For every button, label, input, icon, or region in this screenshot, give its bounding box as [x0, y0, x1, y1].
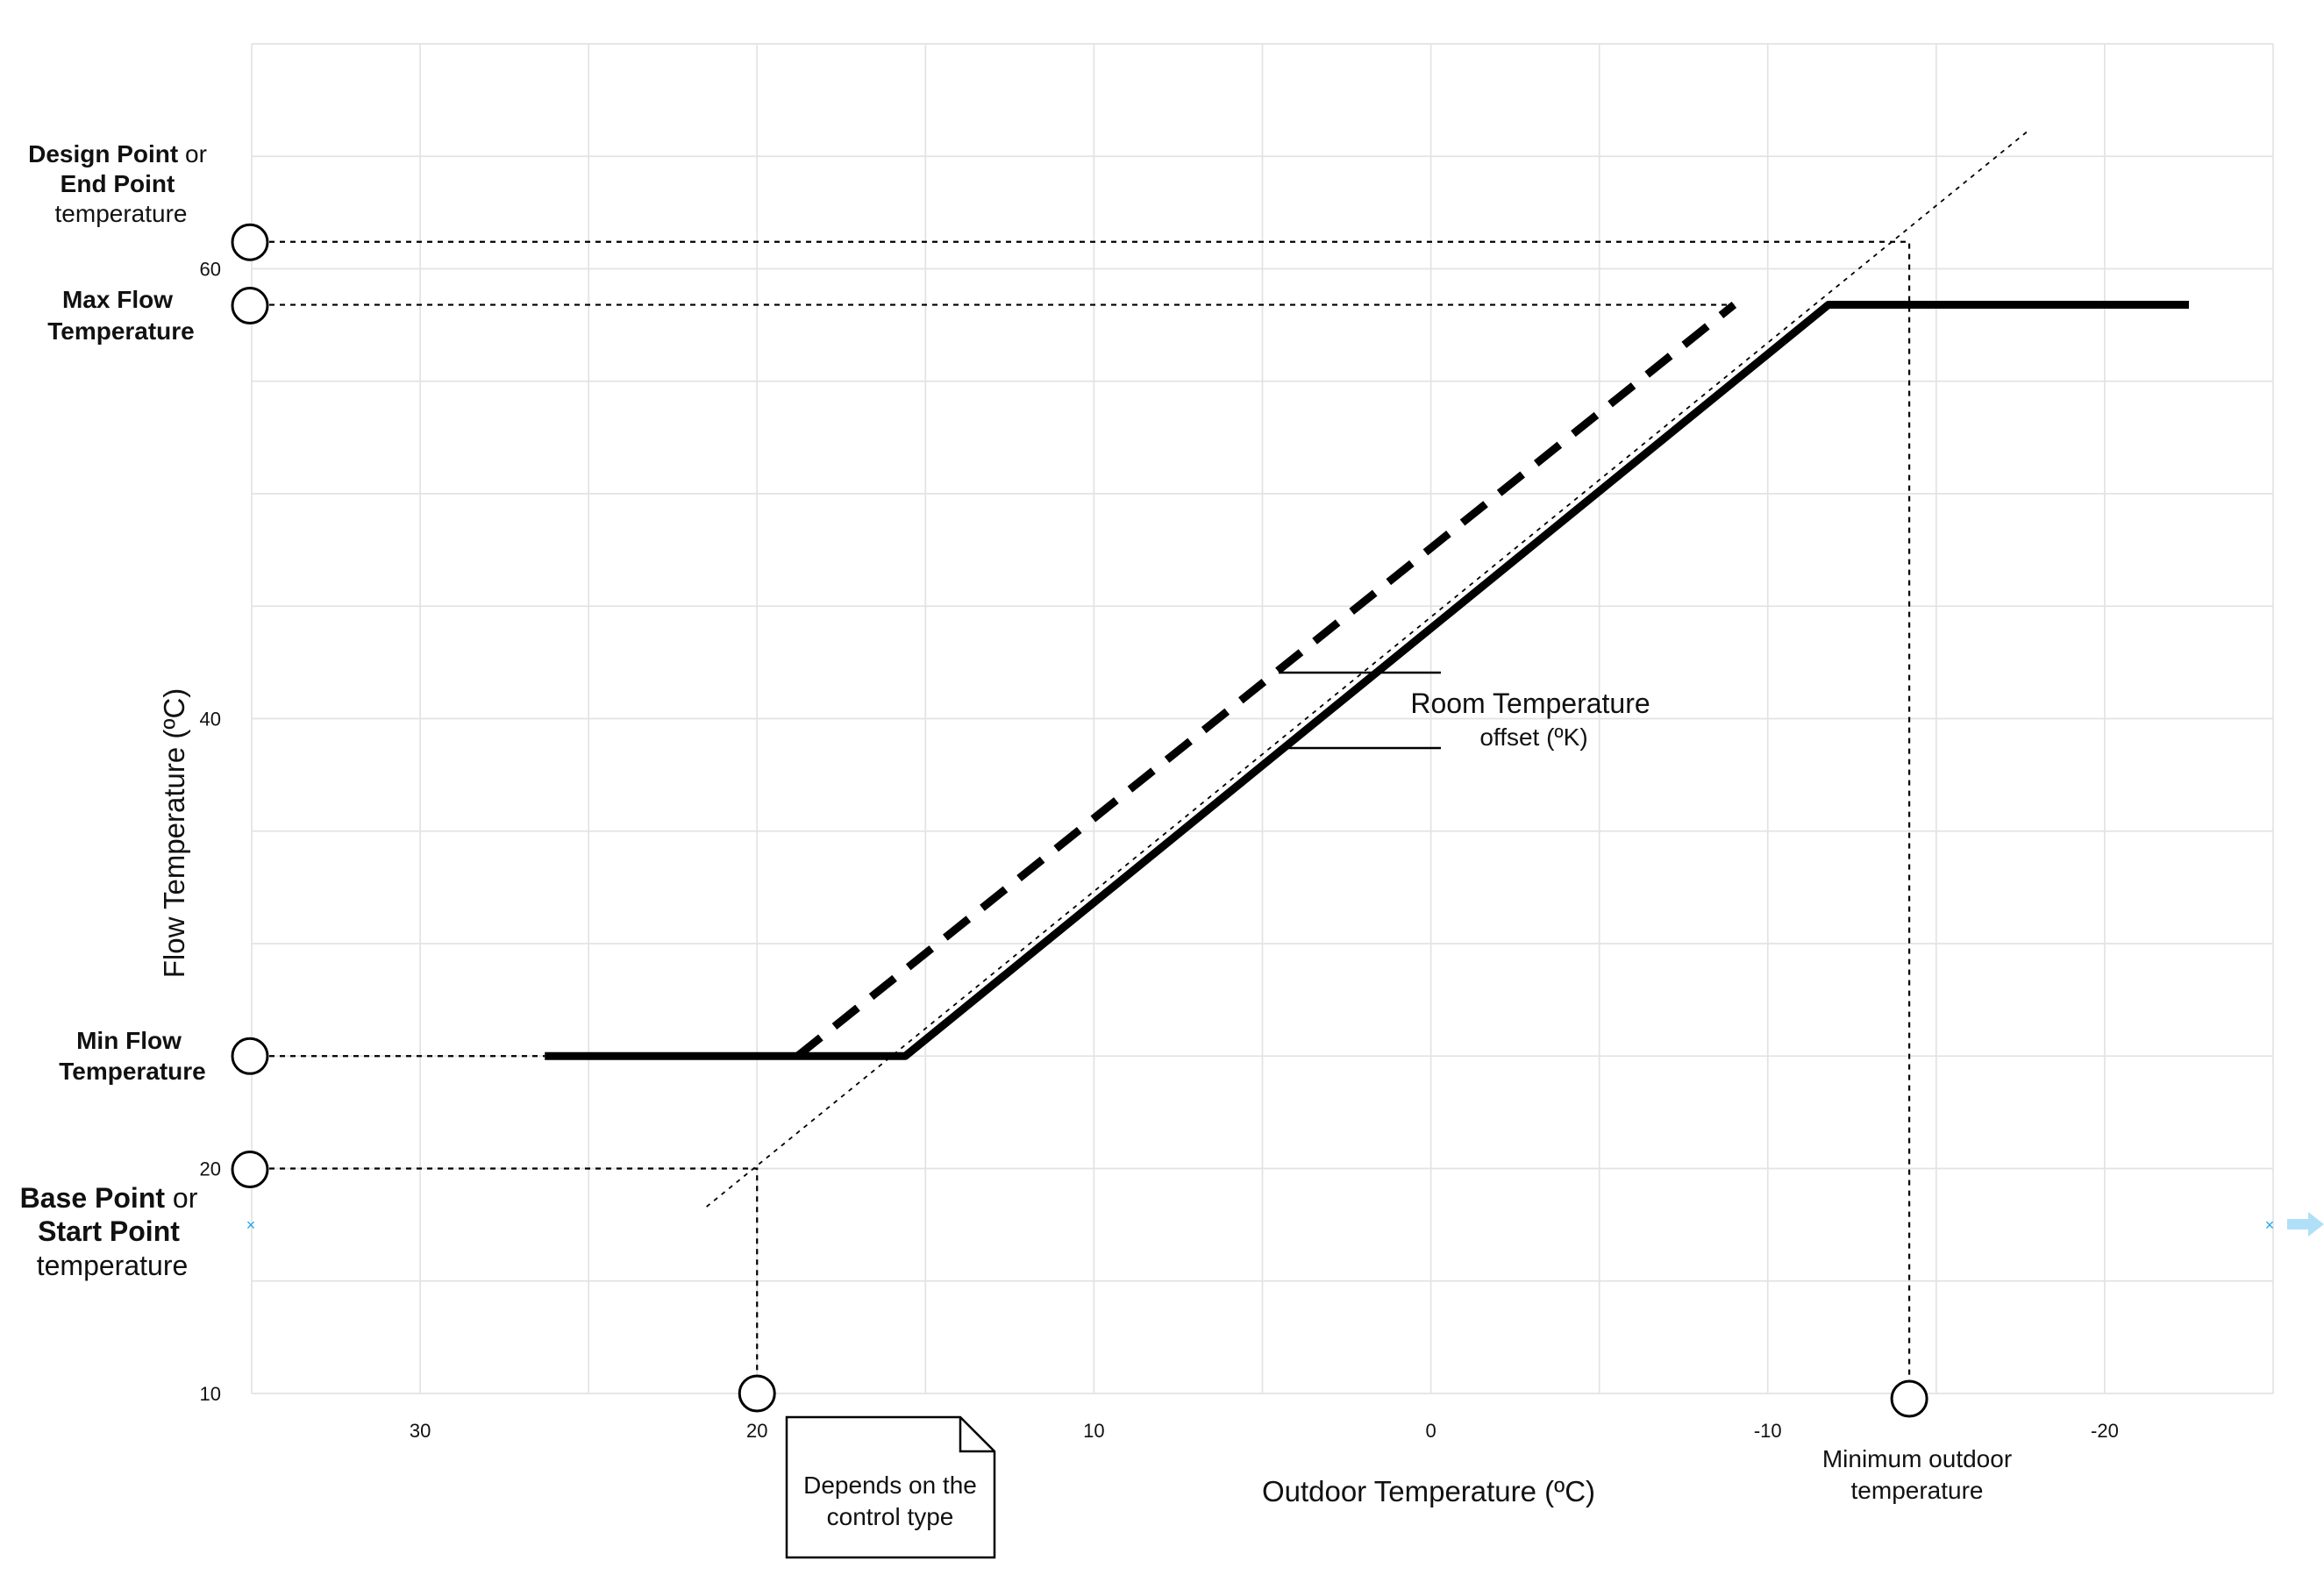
min-flow-handle[interactable] — [231, 1037, 269, 1075]
min-flow-label-line2: Temperature — [59, 1058, 206, 1085]
y-tick-label: 60 — [200, 259, 221, 281]
control-note-line2: control type — [827, 1503, 954, 1530]
guide-lines — [269, 240, 1911, 1399]
base-point-label-line2: Start Point — [38, 1215, 180, 1247]
max-flow-handle[interactable] — [231, 287, 269, 325]
note-fold — [959, 1417, 994, 1453]
design-point-label-line1: Design Point or — [28, 140, 207, 167]
design-point-handle[interactable] — [231, 223, 269, 261]
x-tick-label: 20 — [746, 1420, 767, 1442]
base-point-handle[interactable] — [231, 1151, 269, 1188]
control-type-note — [785, 1415, 996, 1559]
control-note-line1: Depends on the — [803, 1472, 977, 1499]
left-connection-marker: × — [246, 1216, 256, 1234]
base-point-label-line3: temperature — [37, 1250, 189, 1281]
heating-curve-line — [545, 301, 2189, 1060]
right-arrow-icon — [2287, 1212, 2324, 1236]
design-point-bold: Design Point — [28, 140, 178, 167]
x-tick-label: 10 — [1083, 1420, 1104, 1442]
y-tick-label: 40 — [200, 709, 221, 730]
min-flow-label-line1: Min Flow — [76, 1027, 182, 1054]
x-axis-title: Outdoor Temperature (ºC) — [1262, 1475, 1595, 1507]
design-point-guide — [269, 240, 1911, 1399]
y-tick-label: 10 — [200, 1383, 221, 1405]
tick-labels: 30 20 10 0 -10 -20 60 40 20 10 — [200, 259, 2119, 1443]
right-connection-marker: × — [2265, 1216, 2275, 1234]
reference-slope-line — [706, 131, 2028, 1208]
y-axis-title: Flow Temperature (ºC) — [158, 688, 190, 979]
series-lines — [545, 131, 2189, 1208]
design-point-label-line2: End Point — [61, 170, 175, 197]
room-offset-label-line1: Room Temperature — [1410, 688, 1650, 719]
base-point-or: or — [165, 1182, 198, 1214]
design-point-label-line3: temperature — [55, 200, 188, 227]
chart-grid — [251, 43, 2274, 1394]
max-flow-label-line1: Max Flow — [62, 286, 173, 313]
room-offset-label-line2: offset (ºK) — [1479, 723, 1587, 751]
offset-curve-line — [795, 302, 1737, 1059]
base-point-label-line1: Base Point or — [20, 1182, 198, 1214]
handle-circles[interactable] — [231, 223, 1928, 1418]
base-point-bold: Base Point — [20, 1182, 166, 1214]
y-tick-label: 20 — [200, 1158, 221, 1180]
x-tick-label: -20 — [2091, 1420, 2119, 1442]
max-flow-label-line2: Temperature — [47, 317, 195, 345]
x-tick-label: 30 — [410, 1420, 431, 1442]
base-point-x-handle[interactable] — [738, 1374, 776, 1413]
base-point-guide — [269, 1167, 759, 1378]
min-outdoor-label-line1: Minimum outdoor — [1822, 1445, 2012, 1472]
min-outdoor-handle[interactable] — [1890, 1379, 1928, 1418]
design-point-or: or — [178, 140, 207, 167]
x-tick-label: -10 — [1754, 1420, 1782, 1442]
x-tick-label: 0 — [1425, 1420, 1436, 1442]
min-outdoor-label-line2: temperature — [1851, 1477, 1984, 1504]
